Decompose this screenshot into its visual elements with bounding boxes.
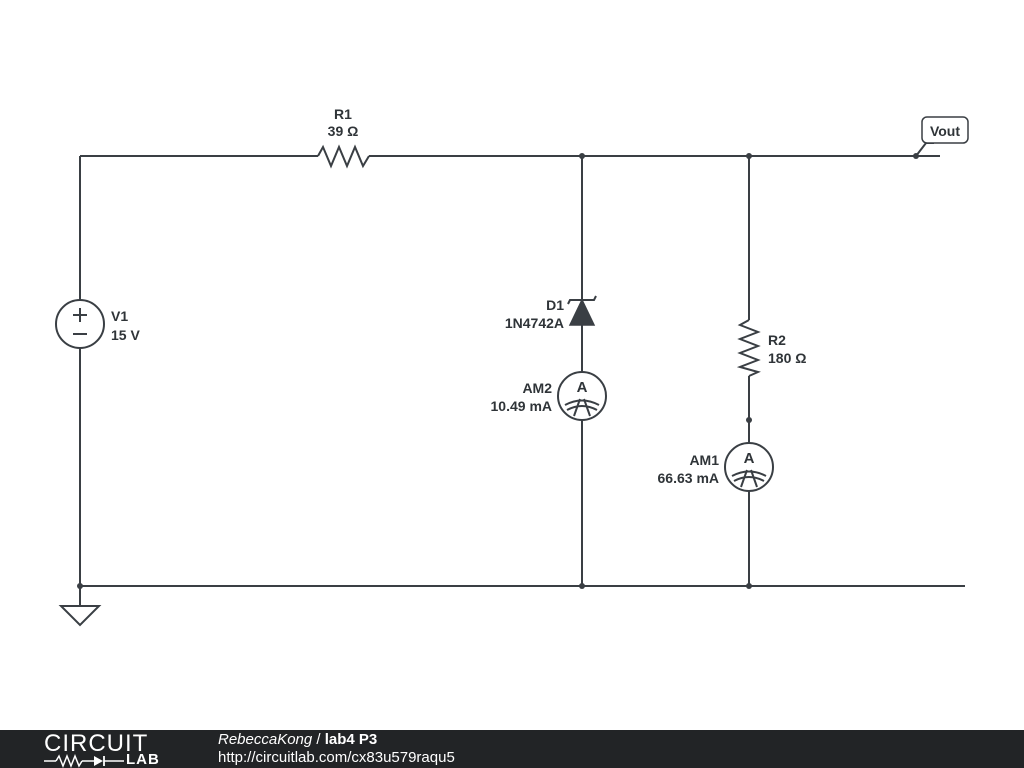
am1-symbol: A [744, 450, 755, 467]
d1-value: 1N4742A [505, 315, 564, 331]
v1-value: 15 V [111, 327, 140, 343]
circuit-url[interactable]: http://circuitlab.com/cx83u579raqu5 [218, 749, 455, 766]
r1-value: 39 Ω [328, 123, 359, 139]
am2-symbol: A [577, 379, 588, 396]
resistor-r2[interactable]: R2 180 Ω [736, 319, 806, 377]
vout-label: Vout [930, 123, 960, 139]
zener-diode-d1[interactable]: D1 1N4742A [505, 295, 597, 331]
d1-name: D1 [546, 297, 564, 313]
ground-icon [58, 605, 102, 627]
footer-bar: CIRCUIT LAB RebeccaKong / lab4 P3 http:/… [0, 730, 1024, 768]
wires [79, 155, 965, 606]
am1-name: AM1 [689, 452, 719, 468]
ammeter-am1[interactable]: A AM1 66.63 mA [658, 442, 774, 492]
r2-value: 180 Ω [768, 350, 806, 366]
ammeter-am2[interactable]: A AM2 10.49 mA [491, 371, 607, 421]
author-link[interactable]: RebeccaKong [218, 731, 313, 748]
title-separator: / [312, 731, 325, 748]
am1-value: 66.63 mA [658, 470, 719, 486]
v1-name: V1 [111, 308, 128, 324]
r1-name: R1 [334, 106, 352, 122]
logo-lab-text: LAB [126, 751, 160, 768]
circuitlab-logo[interactable]: CIRCUIT LAB [44, 732, 176, 768]
logo-circuit-text: CIRCUIT [44, 730, 149, 757]
circuit-title[interactable]: lab4 P3 [324, 731, 378, 748]
circuit-meta: RebeccaKong / lab4 P3 http://circuitlab.… [218, 731, 455, 767]
am2-value: 10.49 mA [491, 398, 552, 414]
am2-name: AM2 [522, 380, 552, 396]
voltage-source-v1[interactable]: V1 15 V [55, 299, 140, 349]
r2-name: R2 [768, 332, 786, 348]
junction-dots [77, 153, 752, 589]
circuit-schematic: R1 39 Ω V1 15 V D1 1N4742A A AM2 10.49 m… [55, 106, 969, 627]
resistor-r1[interactable]: R1 39 Ω [317, 106, 370, 169]
vout-net-label[interactable]: Vout [913, 116, 969, 159]
resistor-diode-icon [44, 754, 124, 768]
